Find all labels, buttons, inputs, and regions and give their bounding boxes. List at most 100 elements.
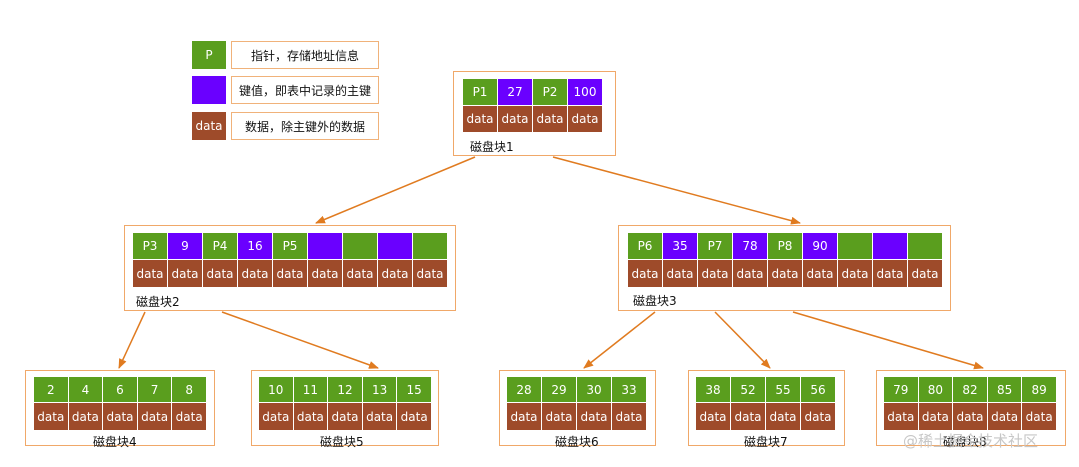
pointer-cell: P4 [203, 233, 238, 260]
key-cell: 8 [172, 377, 207, 403]
edge-arrow [714, 311, 771, 369]
data-cell: data [766, 403, 801, 430]
key-cell: 38 [696, 377, 731, 403]
pointer-cell: P3 [133, 233, 168, 260]
data-cell: data [838, 260, 873, 287]
legend-text: 指针，存储地址信息 [231, 41, 379, 69]
data-cell: data [953, 403, 988, 430]
block-label: 磁盘块5 [320, 435, 364, 449]
key-cell: 16 [238, 233, 273, 260]
key-cell: 28 [507, 377, 542, 403]
data-cell: data [413, 260, 448, 287]
data-cell: data [733, 260, 768, 287]
legend-swatch: P [192, 41, 226, 69]
data-cell: data [542, 403, 577, 430]
data-cell: data [203, 260, 238, 287]
block-label: 磁盘块7 [744, 435, 788, 449]
key-cell: 80 [918, 377, 954, 403]
legend-text: 键值，即表中记录的主键 [231, 76, 379, 104]
pointer-cell [908, 233, 943, 260]
data-cell: data [273, 260, 308, 287]
pointer-cell: P6 [628, 233, 663, 260]
data-cell: data [168, 260, 203, 287]
data-cell: data [884, 403, 919, 430]
data-cell: data [137, 403, 173, 430]
data-cell: data [378, 260, 413, 287]
pointer-cell: P5 [273, 233, 308, 260]
key-cell: 89 [1022, 377, 1057, 403]
data-cell: data [238, 260, 273, 287]
data-cell: data [768, 260, 803, 287]
key-cell: 4 [68, 377, 104, 403]
pointer-cell: P7 [698, 233, 733, 260]
key-cell: 15 [397, 377, 432, 403]
key-cell: 55 [766, 377, 801, 403]
block-label: 磁盘块4 [93, 435, 137, 449]
block-label: 磁盘块3 [633, 294, 677, 308]
data-cell: data [362, 403, 398, 430]
data-cell: data [731, 403, 766, 430]
data-cell: data [612, 403, 647, 430]
key-cell: 56 [801, 377, 836, 403]
edge-arrow [315, 156, 476, 224]
legend-row: 键值，即表中记录的主键 [192, 76, 379, 104]
data-cell: data [577, 403, 612, 430]
key-cell [378, 233, 413, 260]
legend-text: 数据，除主键外的数据 [231, 112, 379, 140]
key-cell: 35 [663, 233, 698, 260]
key-cell: 9 [168, 233, 203, 260]
legend-swatch [192, 76, 226, 104]
data-cell: data [133, 260, 168, 287]
pointer-cell [343, 233, 378, 260]
legend-swatch: data [192, 112, 226, 140]
data-cell: data [308, 260, 343, 287]
key-cell [308, 233, 343, 260]
data-cell: data [498, 106, 533, 132]
block-label: 磁盘块2 [136, 295, 180, 309]
block-label: 磁盘块8 [943, 435, 987, 449]
data-cell: data [34, 403, 69, 430]
data-cell: data [698, 260, 733, 287]
data-cell: data [908, 260, 943, 287]
data-cell: data [873, 260, 908, 287]
key-cell: 6 [103, 377, 138, 403]
key-cell: 79 [884, 377, 919, 403]
edge-arrow [552, 156, 801, 225]
key-cell [873, 233, 908, 260]
key-cell: 33 [612, 377, 647, 403]
data-cell: data [696, 403, 731, 430]
key-cell: 29 [542, 377, 577, 403]
data-cell: data [507, 403, 542, 430]
key-cell: 10 [259, 377, 294, 403]
block-label: 磁盘块1 [470, 140, 514, 154]
data-cell: data [103, 403, 138, 430]
data-cell: data [533, 106, 568, 132]
key-cell: 7 [137, 377, 173, 403]
key-cell: 100 [568, 79, 603, 106]
key-cell: 27 [498, 79, 533, 106]
data-cell: data [293, 403, 329, 430]
data-cell: data [663, 260, 698, 287]
data-cell: data [918, 403, 954, 430]
pointer-cell [413, 233, 448, 260]
data-cell: data [397, 403, 432, 430]
data-cell: data [628, 260, 663, 287]
edge-arrow [583, 311, 656, 369]
data-cell: data [328, 403, 363, 430]
key-cell: 12 [328, 377, 363, 403]
data-cell: data [801, 403, 836, 430]
key-cell: 52 [731, 377, 766, 403]
key-cell: 82 [953, 377, 988, 403]
data-cell: data [463, 106, 498, 132]
data-cell: data [172, 403, 207, 430]
data-cell: data [987, 403, 1023, 430]
data-cell: data [803, 260, 838, 287]
data-cell: data [568, 106, 603, 132]
block-label: 磁盘块6 [555, 435, 599, 449]
data-cell: data [68, 403, 104, 430]
key-cell: 2 [34, 377, 69, 403]
pointer-cell [838, 233, 873, 260]
